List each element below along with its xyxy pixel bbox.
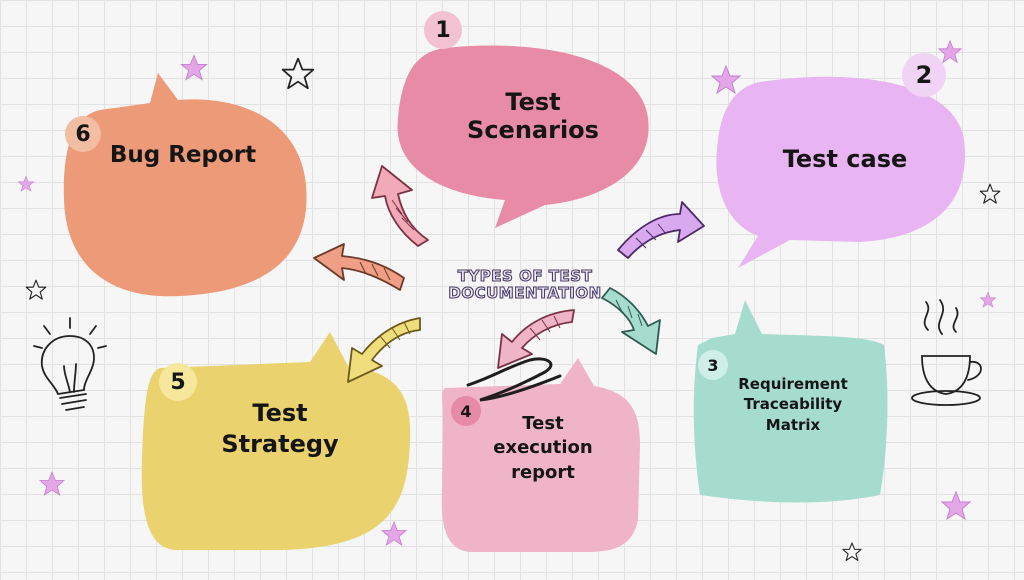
arrow-to-test-execution-report (497, 309, 575, 369)
coffee-cup-icon (911, 299, 982, 406)
bubble-test-case (716, 76, 965, 268)
label-bug-report: Bug Report (109, 142, 257, 168)
number-badge-2-bg (902, 53, 946, 97)
diagram-title: TYPES OF TEST DOCUMENTATION (448, 267, 602, 303)
number-badge-2: 2 (915, 61, 933, 89)
bubble-requirement-traceability-matrix (693, 300, 888, 503)
label-test-strategy: Test Strategy (221, 399, 339, 459)
squiggle-decoration (466, 357, 562, 402)
number-badge-6-bg (65, 116, 101, 152)
sparkle-star-icon (17, 39, 997, 547)
bubble-test-execution-report (441, 358, 640, 552)
arrow-to-bug-report (313, 243, 405, 291)
bubble-test-strategy (141, 332, 411, 550)
light-bulb-icon (33, 317, 107, 411)
label-requirement-traceability-matrix: Requirement Traceability Matrix (738, 375, 848, 434)
number-badge-4: 4 (460, 401, 472, 421)
label-test-execution-report: Test execution report (493, 413, 593, 483)
number-badge-5-bg (159, 363, 197, 401)
number-badge-3-bg (698, 350, 728, 380)
number-badge-5: 5 (170, 369, 186, 395)
arrow-to-test-scenarios (371, 165, 429, 247)
number-badge-1: 1 (435, 17, 451, 43)
label-test-case: Test case (782, 145, 908, 173)
star-icon (25, 57, 1001, 561)
number-badge-3: 3 (707, 355, 719, 375)
arrow-to-test-strategy (347, 317, 421, 383)
number-badge-4-bg (451, 396, 481, 426)
bubble-bug-report (63, 73, 307, 297)
label-test-scenarios: Test Scenarios (467, 88, 599, 145)
arrow-to-requirement-traceability-matrix (601, 287, 661, 355)
number-badge-6: 6 (75, 121, 91, 147)
arrow-to-test-case (617, 201, 705, 259)
bubble-test-scenarios (397, 45, 649, 229)
number-badge-1-bg (424, 11, 462, 49)
